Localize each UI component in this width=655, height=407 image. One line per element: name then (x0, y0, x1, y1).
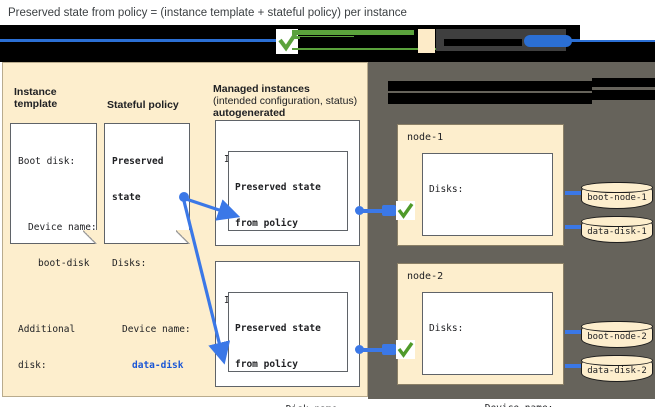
managed-instances-head-l2: (intended configuration, status) (213, 95, 358, 107)
node-boot-device-name-label: Device name: (485, 403, 554, 407)
cylinder-lip (580, 181, 653, 193)
folded-corner-icon (176, 230, 190, 244)
instance-template-head-l2: template (14, 98, 58, 110)
redacted-header-bar-2 (388, 93, 592, 104)
preserved-title-l1: Preserved state (235, 182, 321, 193)
preserved-state-box-node-1: Preserved state from policy Disks: Devic… (228, 151, 354, 407)
redacted-header-bar-1b (592, 78, 655, 87)
stateful-policy-disks-label: Disks: (112, 258, 147, 269)
disk-cylinder-label: boot-node-2 (587, 332, 647, 342)
preserved-title-l2: from policy (235, 218, 298, 229)
instance-template-head-l1: Instance (14, 86, 57, 98)
preserved-title-l2: from policy (235, 359, 298, 370)
column-header-managed-instances: Managed instances (intended configuratio… (213, 83, 357, 119)
check-badge-node-2[interactable] (396, 340, 415, 359)
preserved-disk-name-label: Disk name: (286, 404, 343, 407)
connector-cap-node-1 (382, 205, 396, 216)
legend-line-left (0, 39, 278, 42)
legend-black-bar-2 (444, 39, 522, 46)
disk-cylinder-boot-node-1: boot-node-1 (580, 181, 653, 209)
stateful-policy-device-name-value: data-disk (132, 360, 184, 371)
node-card-node-2: node-2 Disks: Device name: boot-disk Dis… (397, 263, 564, 407)
legend-blue-pill (524, 35, 572, 47)
boot-device-name-label: Device name: (28, 222, 97, 233)
clipped-legend-band (0, 25, 655, 62)
connector-dot-node-2 (355, 345, 364, 354)
stateful-policy-device-name-label: Device name: (122, 324, 191, 335)
node-disks-label: Disks: (429, 323, 464, 334)
page-title: Preserved state from policy = (instance … (8, 7, 407, 19)
connector-line-node-2 (362, 348, 388, 352)
preserved-state-box-node-2: Preserved state from policy Disks: Devic… (228, 292, 348, 372)
boot-disk-label: Boot disk: (18, 156, 76, 167)
legend-white-notch (580, 25, 655, 40)
check-icon (397, 203, 414, 219)
stateful-policy-title-l2: state (112, 192, 141, 203)
connector-cap-node-2 (382, 344, 396, 355)
connector-data-disk-2 (565, 364, 587, 368)
cylinder-lip (580, 215, 653, 227)
legend-cream-swatch (418, 29, 435, 53)
managed-instance-box-node-1: Instance: node-1 Preserved state from po… (215, 120, 360, 407)
node-name-node-2: node-2 (407, 271, 444, 282)
stateful-policy-card: Preserved state Disks: Device name: data… (104, 123, 191, 371)
disk-cylinder-boot-node-2: boot-node-2 (580, 320, 653, 348)
connector-line-node-1 (362, 209, 388, 213)
column-header-instance-template: Instance template (14, 86, 57, 110)
node-disks-box-node-2: Disks: Device name: boot-disk Disk name:… (422, 292, 553, 407)
node-disks-label: Disks: (429, 184, 464, 195)
legend-line-right (560, 39, 655, 42)
redacted-header-bar-2b (592, 90, 655, 100)
node-name-node-1: node-1 (407, 132, 444, 143)
disk-cylinder-label: data-disk-2 (587, 366, 647, 376)
redacted-header-bar-1 (388, 81, 592, 91)
disk-cylinder-data-disk-1: data-disk-1 (580, 215, 653, 243)
additional-disk-label-l1: Additional (18, 324, 76, 335)
check-icon (397, 342, 414, 358)
connector-boot-node-2 (565, 330, 587, 334)
managed-instance-box-node-2: Instance: node-2 Preserved state from po… (215, 261, 360, 387)
stateful-policy-title-l1: Preserved (112, 156, 164, 167)
additional-disk-label-l2: disk: (18, 360, 47, 371)
disk-cylinder-label: boot-node-1 (587, 193, 647, 203)
preserved-title-l1: Preserved state (235, 323, 321, 334)
managed-instances-head-l1: Managed instances (213, 83, 310, 95)
disk-cylinder-label: data-disk-1 (587, 227, 647, 237)
cylinder-lip (580, 320, 653, 332)
node-disks-box-node-1: Disks: Device name: boot-disk Disk name:… (422, 153, 553, 359)
legend-black-bar-1 (300, 37, 418, 48)
legend-green-bar-1 (292, 30, 414, 35)
folded-corner-icon (83, 230, 97, 244)
instance-template-card: Boot disk: Device name: boot-disk Additi… (10, 123, 97, 371)
node-card-node-1: node-1 Disks: Device name: boot-disk Dis… (397, 124, 564, 359)
disk-cylinder-data-disk-2: data-disk-2 (580, 354, 653, 382)
connector-data-disk-1 (565, 225, 587, 229)
connector-dot-node-1 (355, 206, 364, 215)
boot-device-name-value: boot-disk (38, 258, 90, 269)
connector-boot-node-1 (565, 191, 587, 195)
check-badge-node-1[interactable] (396, 201, 415, 220)
cylinder-lip (580, 354, 653, 366)
managed-instances-head-l3: autogenerated (213, 107, 286, 119)
column-header-stateful-policy: Stateful policy (107, 99, 179, 111)
stateful-policy-head: Stateful policy (107, 99, 179, 111)
